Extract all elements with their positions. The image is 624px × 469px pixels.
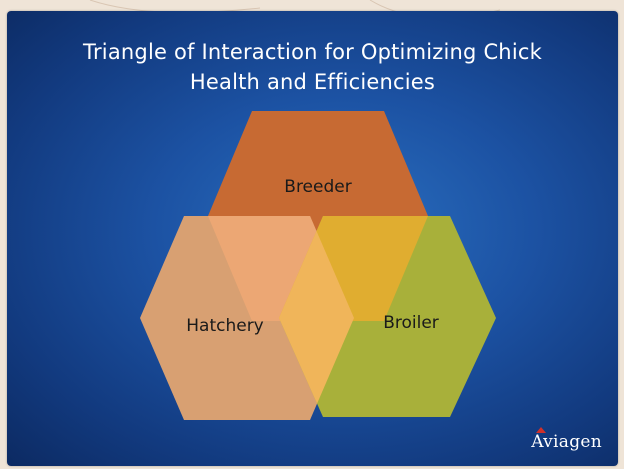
label-hatchery: Hatchery bbox=[186, 316, 264, 336]
slide-title-line-2: Health and Efficiencies bbox=[189, 70, 436, 94]
logo-text: Aviagen bbox=[531, 432, 602, 452]
hexagon-venn-diagram: Breeder Hatchery Broiler bbox=[140, 111, 496, 420]
label-breeder: Breeder bbox=[284, 177, 351, 197]
slide-title: Triangle of Interaction for Optimizing C… bbox=[7, 37, 618, 97]
aviagen-logo: Aviagen bbox=[531, 427, 602, 452]
aviagen-logo-icon bbox=[536, 427, 547, 433]
slide: Triangle of Interaction for Optimizing C… bbox=[7, 11, 618, 466]
slide-title-line-1: Triangle of Interaction for Optimizing C… bbox=[83, 40, 542, 64]
label-broiler: Broiler bbox=[383, 313, 439, 333]
